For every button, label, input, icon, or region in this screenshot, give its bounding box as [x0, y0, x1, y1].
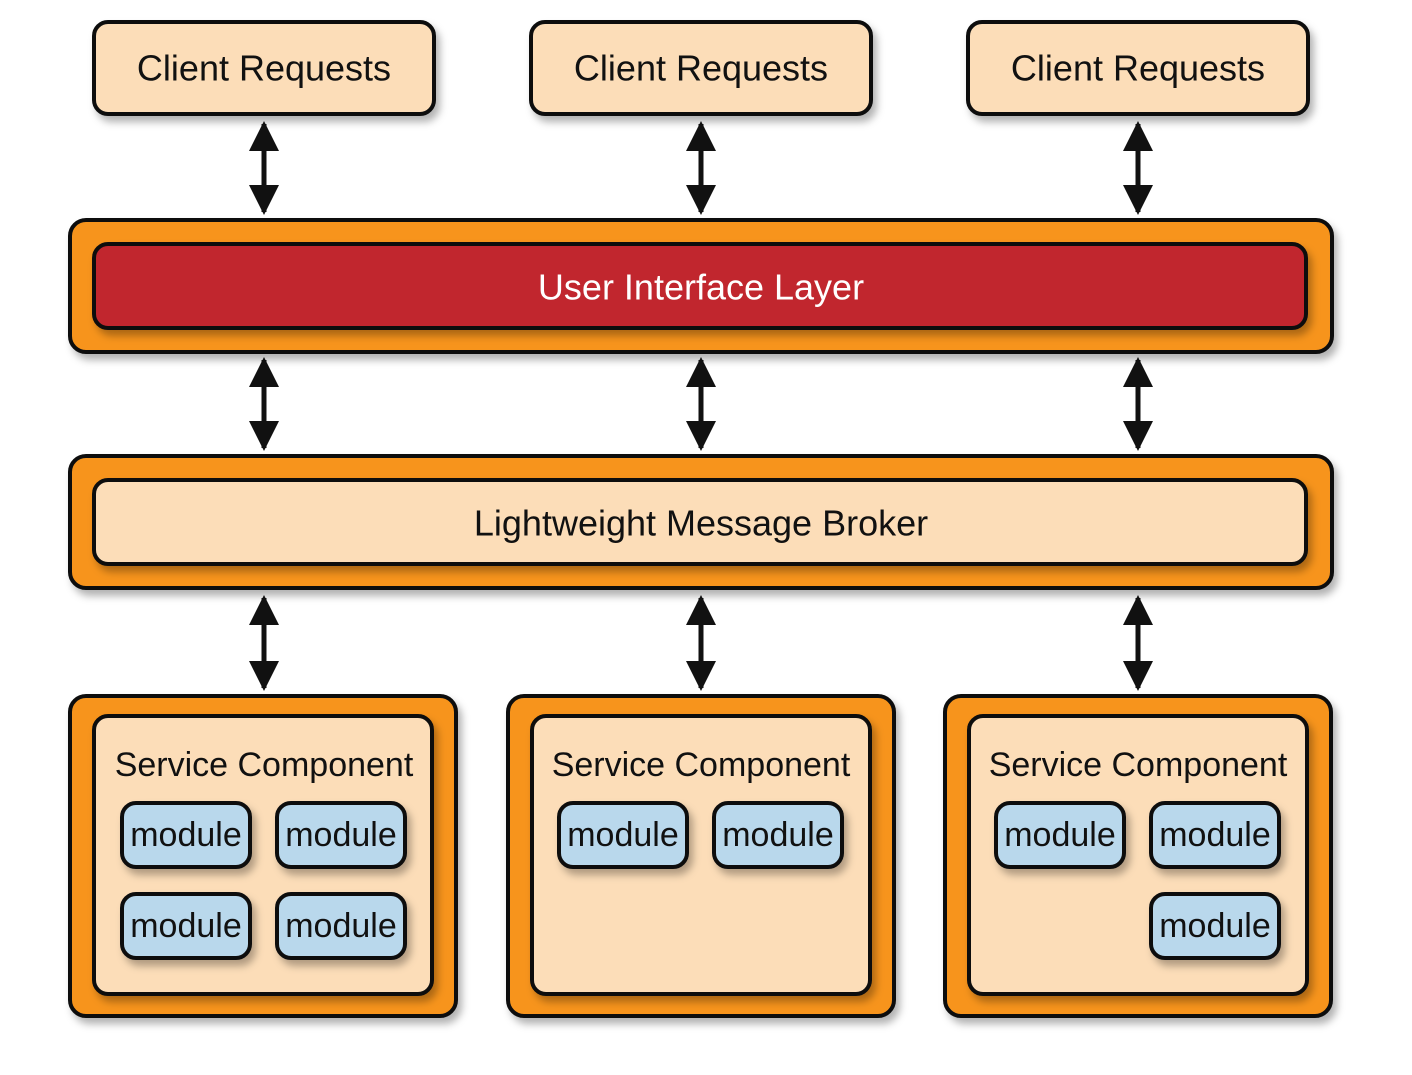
module-label: module	[130, 816, 242, 854]
module-box: module	[994, 801, 1126, 869]
module-box: module	[275, 801, 407, 869]
arrows-clients-ui	[249, 121, 1153, 215]
service-component-1: Service Component module module module m…	[68, 694, 458, 1018]
module-label: module	[1004, 816, 1116, 854]
service-component-label: Service Component	[552, 746, 851, 784]
arrows-broker-services	[249, 595, 1153, 691]
module-label: module	[285, 907, 397, 945]
service-component-3: Service Component module module module	[943, 694, 1333, 1018]
module-box: module	[275, 892, 407, 960]
module-box: module	[1149, 892, 1281, 960]
client-request-label: Client Requests	[574, 48, 828, 89]
service-component-label: Service Component	[115, 746, 414, 784]
client-request-box-2: Client Requests	[529, 20, 873, 116]
user-interface-layer: User Interface Layer	[68, 218, 1334, 354]
module-box: module	[120, 801, 252, 869]
ui-layer-label: User Interface Layer	[538, 267, 864, 308]
client-request-label: Client Requests	[1011, 48, 1265, 89]
broker-label: Lightweight Message Broker	[474, 503, 928, 544]
module-label: module	[722, 816, 834, 854]
module-label: module	[285, 816, 397, 854]
module-label: module	[1159, 816, 1271, 854]
module-label: module	[130, 907, 242, 945]
client-request-box-1: Client Requests	[92, 20, 436, 116]
module-box: module	[712, 801, 844, 869]
module-label: module	[1159, 907, 1271, 945]
module-box: module	[557, 801, 689, 869]
module-box: module	[1149, 801, 1281, 869]
service-component-label: Service Component	[989, 746, 1288, 784]
client-request-box-3: Client Requests	[966, 20, 1310, 116]
arrows-ui-broker	[249, 357, 1153, 451]
message-broker-layer: Lightweight Message Broker	[68, 454, 1334, 590]
client-request-label: Client Requests	[137, 48, 391, 89]
service-component-2: Service Component module module	[506, 694, 896, 1018]
module-label: module	[567, 816, 679, 854]
module-box: module	[120, 892, 252, 960]
